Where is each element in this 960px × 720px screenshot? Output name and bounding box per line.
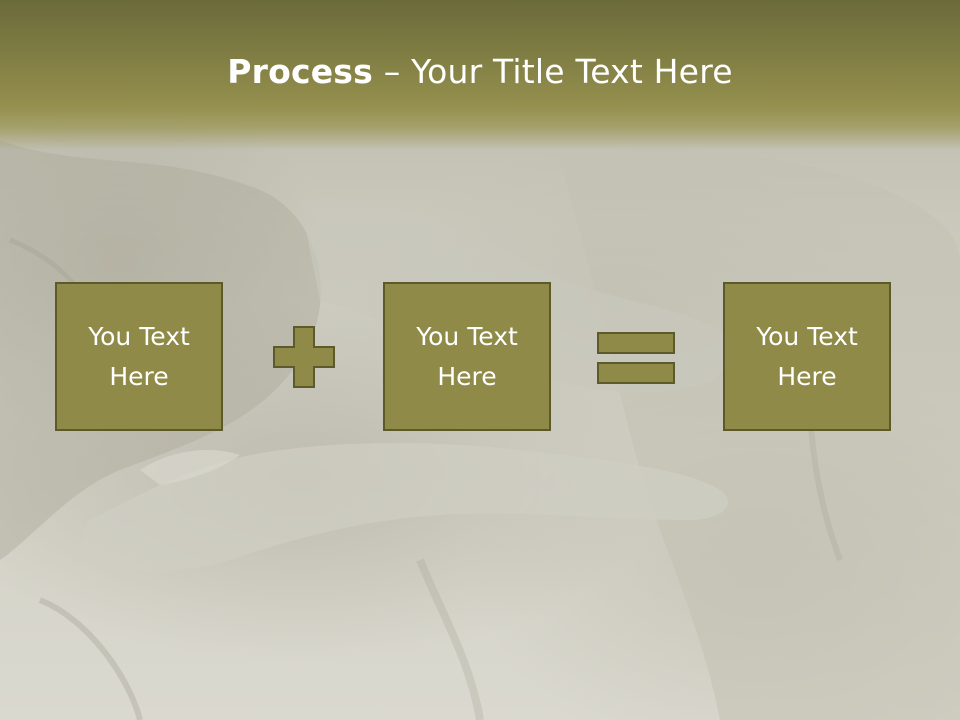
process-step-box-1: You Text Here [55, 282, 223, 431]
process-step-label-2: You Text Here [416, 321, 518, 391]
process-step-box-2: You Text Here [383, 282, 551, 431]
header-band [0, 0, 960, 150]
title-separator: – [373, 52, 412, 91]
process-step-label-1: You Text Here [88, 321, 190, 391]
title-rest: Your Title Text Here [411, 52, 733, 91]
process-step-box-3: You Text Here [723, 282, 891, 431]
equals-icon [597, 332, 675, 384]
page-title: Process – Your Title Text Here [0, 52, 960, 91]
process-step-label-3: You Text Here [756, 321, 858, 391]
title-bold: Process [227, 52, 373, 91]
plus-icon [273, 326, 335, 388]
